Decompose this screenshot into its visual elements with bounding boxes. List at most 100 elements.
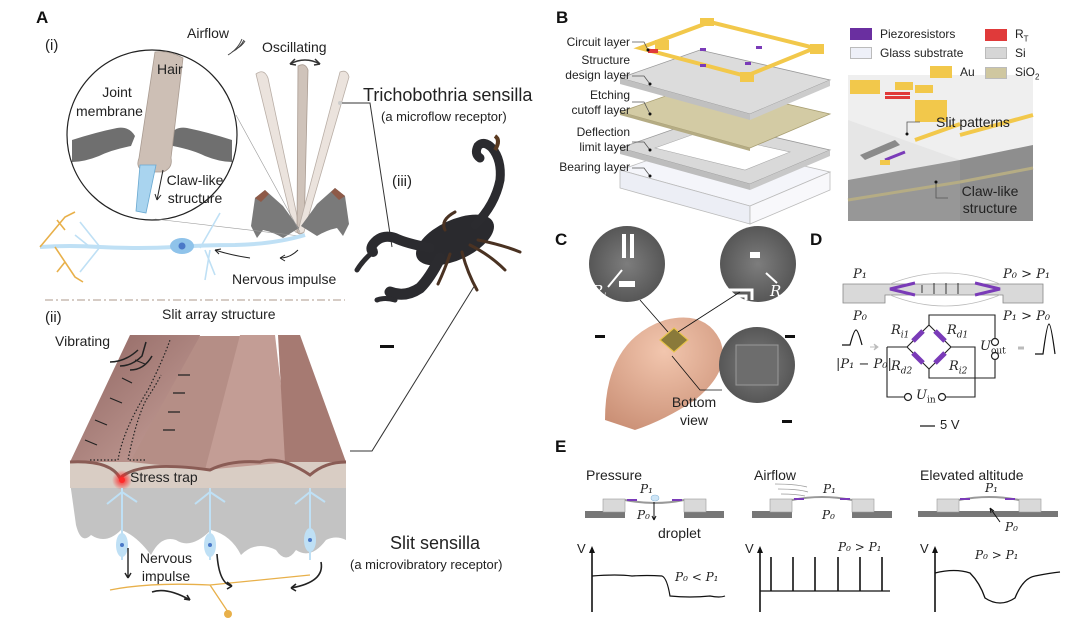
panel-letter-b: B bbox=[556, 8, 569, 27]
uout-label: Uout bbox=[980, 339, 1006, 357]
d-p0-label: P₀ bbox=[853, 309, 867, 324]
case-title: Pressure bbox=[586, 467, 643, 483]
legend-swatch bbox=[985, 47, 1007, 59]
slit-array-label: Slit array structure bbox=[162, 306, 276, 322]
layer-label-deflection-2: limit layer bbox=[579, 140, 630, 154]
pressure-signal-trace bbox=[591, 574, 726, 598]
hair-right bbox=[297, 70, 350, 234]
b-claw-label-1: Claw-like bbox=[961, 183, 1019, 199]
case-condition: P₀ > P₁ bbox=[975, 548, 1019, 562]
legend-swatch bbox=[985, 67, 1007, 80]
legend-piezoresistors: Piezoresistors bbox=[850, 27, 955, 41]
joint-membrane-label-1: Joint bbox=[102, 84, 132, 100]
axis-v-label: V bbox=[577, 541, 586, 556]
voltage-label: 5 V bbox=[940, 417, 960, 432]
panel-d-drawing bbox=[842, 272, 1056, 427]
altitude-signal-trace bbox=[934, 569, 1061, 604]
legend-label: Au bbox=[960, 65, 975, 79]
slit-sensilla-title: Slit sensilla bbox=[390, 533, 481, 553]
bottom-view-label-1: Bottom bbox=[671, 394, 717, 410]
case-title: Elevated altitude bbox=[920, 467, 1024, 483]
uin-label: Uin bbox=[916, 388, 936, 406]
legend-si: Si bbox=[985, 46, 1026, 60]
legend-label: Si bbox=[1015, 46, 1026, 60]
neuron-gold-dendrite bbox=[39, 211, 84, 283]
ri-label: Ri bbox=[592, 282, 607, 303]
legend-label: Glass substrate bbox=[880, 46, 964, 60]
case-p1: P₁ bbox=[823, 482, 836, 496]
panel-c-photos bbox=[589, 226, 796, 430]
panel-letter-c: C bbox=[555, 230, 568, 249]
d-p1-label: P₁ bbox=[853, 267, 867, 282]
legend-label: Piezoresistors bbox=[880, 27, 956, 41]
legend-glass: Glass substrate bbox=[850, 46, 963, 60]
panel-b-closeup bbox=[847, 75, 1034, 221]
panel-letter-d: D bbox=[810, 230, 823, 249]
subpanel-label-ii: (ii) bbox=[45, 309, 62, 326]
scorpion-illustration bbox=[354, 134, 522, 303]
trichobothria-subtitle: (a microflow receptor) bbox=[381, 109, 507, 124]
joint-membrane-label-2: membrane bbox=[76, 103, 143, 119]
layer-label-circuit: Circuit layer bbox=[566, 35, 630, 49]
panel-letter-a: A bbox=[36, 8, 49, 27]
oscillation-arrow-icon bbox=[289, 59, 321, 65]
layer-label-etching-1: Etching bbox=[589, 88, 630, 102]
layer-label-etching-2: cutoff layer bbox=[571, 103, 630, 117]
bottom-view-label-2: view bbox=[679, 412, 708, 428]
droplet-label: droplet bbox=[658, 525, 701, 541]
case-p1: P₁ bbox=[985, 481, 998, 495]
oscillating-label: Oscillating bbox=[262, 39, 327, 55]
case-p1: P₁ bbox=[640, 482, 653, 496]
resistor-ri2: Ri2 bbox=[949, 359, 968, 377]
vibrating-label: Vibrating bbox=[55, 333, 111, 349]
panel-e-drawings bbox=[585, 483, 1061, 612]
case-condition: P₀ < P₁ bbox=[675, 570, 719, 584]
legend-swatch bbox=[930, 66, 952, 78]
claw-label-1: Claw-like bbox=[166, 172, 224, 188]
case-title: Airflow bbox=[754, 467, 797, 483]
panel-a-ii-drawing bbox=[69, 284, 476, 618]
subpanel-label-i: (i) bbox=[45, 37, 59, 54]
panel-a-i-drawing bbox=[39, 38, 393, 283]
airflow-label: Airflow bbox=[187, 25, 230, 41]
resistor-rd2: Rd2 bbox=[891, 359, 913, 377]
resistor-rd1: Rd1 bbox=[947, 323, 969, 341]
b-claw-label-2: structure bbox=[962, 200, 1018, 216]
panel-b-exploded-layers bbox=[618, 18, 832, 225]
trichobothria-title: Trichobothria sensilla bbox=[363, 85, 533, 105]
case-p0: P₀ bbox=[1005, 520, 1018, 534]
resistor-ri1: Ri1 bbox=[891, 323, 910, 341]
legend-label: RT bbox=[1015, 27, 1029, 44]
case-p0: P₀ bbox=[637, 508, 650, 522]
airflow-spike-trace bbox=[770, 557, 883, 591]
layer-label-bearing: Bearing layer bbox=[559, 160, 630, 174]
sem-image-ri bbox=[589, 226, 665, 302]
scale-bar bbox=[380, 345, 394, 348]
layer-label-deflection-1: Deflection bbox=[576, 125, 630, 139]
nervous-label-1: Nervous bbox=[139, 550, 193, 566]
subpanel-label-iii: (iii) bbox=[392, 173, 412, 190]
rd-label: Rd bbox=[770, 282, 788, 303]
layer-label-structure-1: Structure bbox=[581, 53, 630, 67]
case-condition: P₀ > P₁ bbox=[838, 540, 882, 554]
case-p0: P₀ bbox=[822, 508, 835, 522]
airflow-icon bbox=[227, 38, 246, 56]
axis-v-label: V bbox=[745, 541, 754, 556]
hair-label: Hair bbox=[157, 61, 183, 77]
claw-label-2: structure bbox=[167, 190, 223, 206]
finger-photo bbox=[605, 317, 723, 430]
legend-rt: RT bbox=[985, 27, 1029, 43]
legend-swatch bbox=[850, 28, 872, 40]
legend-swatch bbox=[985, 29, 1007, 42]
d-p1-gt-p0: P₁ > P₀ bbox=[1003, 309, 1051, 324]
pressure-difference-label: |P₁ − P₀| bbox=[836, 357, 892, 372]
layer-label-structure-2: design layer bbox=[565, 68, 630, 82]
axis-v-label: V bbox=[920, 541, 929, 556]
slit-sensilla-subtitle: (a microvibratory receptor) bbox=[350, 557, 503, 572]
legend-swatch bbox=[850, 47, 872, 59]
sensor-chip bbox=[659, 327, 689, 353]
slit-patterns-label: Slit patterns bbox=[936, 114, 1010, 130]
legend-au: Au bbox=[930, 65, 975, 79]
panel-letter-e: E bbox=[555, 437, 567, 456]
